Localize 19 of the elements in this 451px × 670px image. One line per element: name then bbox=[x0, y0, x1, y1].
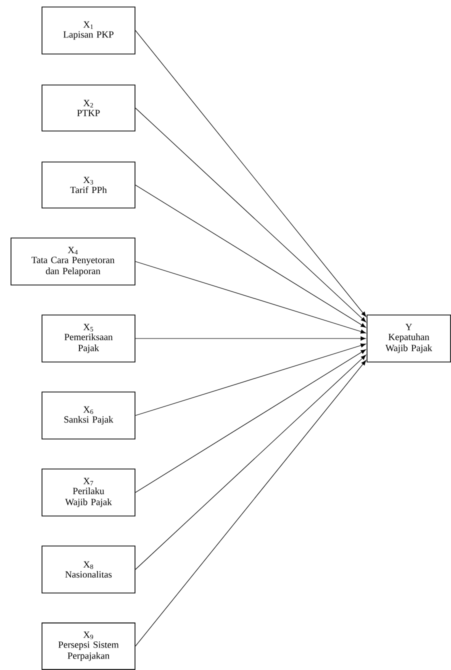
arrow bbox=[135, 30, 366, 317]
variable-box: X$_{8}$ Nasionalitas bbox=[42, 546, 136, 594]
variable-box: X$_{2}$ PTKP bbox=[42, 84, 136, 132]
variable-box: X$_{4}$ Tata Cara Penyetoran dan Pelaporan bbox=[10, 238, 136, 286]
variable-box: Y Kepatuhan Wajib Pajak bbox=[366, 314, 451, 362]
arrow bbox=[135, 349, 366, 493]
arrow bbox=[135, 336, 366, 341]
arrow bbox=[135, 360, 366, 646]
variable-box: X$_{6}$ Sanksi Pajak bbox=[42, 392, 136, 440]
arrow bbox=[135, 108, 366, 322]
arrow bbox=[135, 184, 366, 328]
arrow bbox=[135, 354, 366, 570]
variable-box: X$_{7}$ Perilaku Wajib Pajak bbox=[42, 468, 136, 516]
arrow bbox=[135, 343, 366, 416]
variable-box: X$_{3}$ Tarif PPh bbox=[42, 162, 136, 208]
variable-box: X$_{9}$ Persepsi Sistem Perpajakan bbox=[42, 622, 136, 670]
arrow bbox=[135, 261, 366, 334]
variable-box: X$_{1}$ Lapisan PKP bbox=[42, 6, 136, 54]
variable-box: X$_{5}$ Pemeriksaan Pajak bbox=[42, 314, 136, 362]
